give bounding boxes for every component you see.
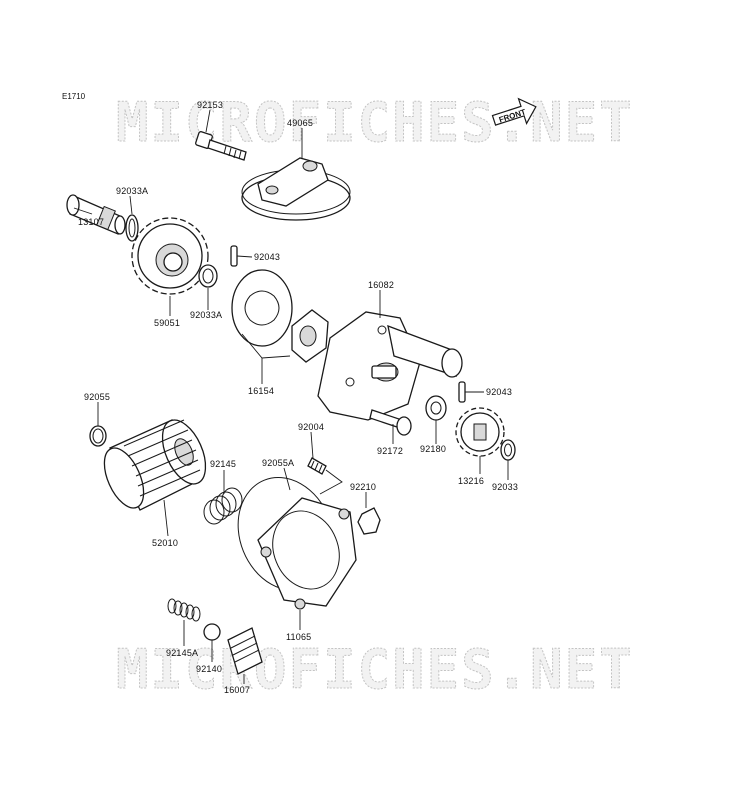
label-92145a: 92145A (166, 648, 198, 658)
washer-92180[interactable] (425, 395, 447, 421)
plunger-16007[interactable] (227, 627, 263, 675)
gear-13216[interactable] (455, 407, 505, 457)
rotor-set-16154[interactable] (231, 269, 329, 363)
watermark-bottom: MICROFICHES.NET (116, 638, 634, 701)
label-92172: 92172 (377, 446, 403, 456)
label-92033: 92033 (492, 482, 518, 492)
watermark-top: MICROFICHES.NET (116, 91, 634, 154)
nut-92210[interactable] (357, 507, 381, 535)
ball-92140[interactable] (203, 623, 221, 641)
oil-filter-52010[interactable] (96, 414, 214, 514)
label-92033a-top: 92033A (116, 186, 148, 196)
screw-92172[interactable] (369, 409, 412, 436)
label-92033a-lower: 92033A (190, 310, 222, 320)
stud-92004[interactable] (307, 457, 327, 475)
label-13107: 13107 (78, 217, 104, 227)
label-16082: 16082 (368, 280, 394, 290)
shaft-13107[interactable] (66, 194, 126, 235)
label-59051: 59051 (154, 318, 180, 328)
leader-lines (73, 109, 509, 684)
cap-49065[interactable] (241, 157, 351, 221)
label-92153: 92153 (197, 100, 223, 110)
figure-id: E1710 (62, 92, 86, 101)
ring-92033[interactable] (500, 439, 516, 461)
label-16154: 16154 (248, 386, 274, 396)
label-13216: 13216 (458, 476, 484, 486)
filter-cover-11065[interactable] (257, 497, 357, 610)
label-49065: 49065 (287, 118, 313, 128)
label-92210: 92210 (350, 482, 376, 492)
ring-92033a-top[interactable] (125, 214, 139, 242)
gear-59051[interactable] (131, 217, 209, 295)
spring-92145a[interactable] (167, 598, 201, 622)
label-16007: 16007 (224, 685, 250, 695)
label-92055a: 92055A (262, 458, 294, 468)
label-92180: 92180 (420, 444, 446, 454)
label-92140: 92140 (196, 664, 222, 674)
label-92004: 92004 (298, 422, 324, 432)
ring-92033a-lower[interactable] (198, 264, 218, 288)
bolt-92153[interactable] (195, 131, 247, 161)
pin-92043-lower[interactable] (458, 381, 466, 403)
pump-body-16082[interactable] (317, 311, 463, 421)
label-52010: 52010 (152, 538, 178, 548)
pin-92043-upper[interactable] (230, 245, 238, 267)
label-11065: 11065 (286, 632, 311, 642)
label-92145: 92145 (210, 459, 236, 469)
label-92043-upper: 92043 (254, 252, 280, 262)
spring-92145[interactable] (203, 487, 243, 525)
label-92055: 92055 (84, 392, 110, 402)
label-92043-lower: 92043 (486, 387, 512, 397)
